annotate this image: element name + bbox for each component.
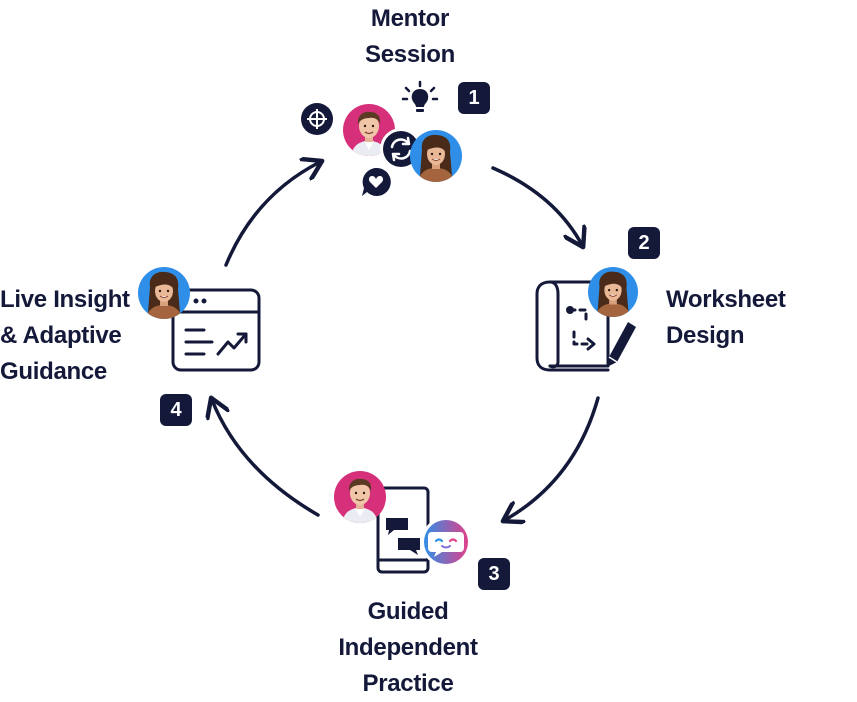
- insight-title-line3: Guidance: [0, 358, 107, 385]
- heart-chat-icon: [362, 167, 391, 196]
- mentor-title-line2: Session: [365, 41, 455, 68]
- practice-title-line3: Practice: [362, 670, 454, 697]
- bot-icon: [421, 517, 471, 567]
- step-badge-2: 2: [628, 227, 660, 259]
- crosshair-icon: [301, 103, 333, 135]
- trend-arrow-icon: [216, 332, 248, 356]
- pencil-icon: [608, 322, 636, 366]
- arrow-mentor-to-worksheet: [491, 166, 582, 245]
- arrow-insight-to-mentor: [224, 162, 320, 267]
- worksheet-design-title: Worksheet Design: [666, 282, 816, 354]
- mentor-session-title: Mentor Session: [340, 1, 480, 73]
- practice-mentor-avatar: [334, 471, 386, 523]
- step-badge-1: 1: [458, 82, 490, 114]
- insight-title-line2: & Adaptive: [0, 322, 122, 349]
- insight-student-avatar: [138, 267, 190, 319]
- guided-practice-title: Guided Independent Practice: [318, 594, 498, 702]
- worksheet-title-line2: Design: [666, 322, 745, 349]
- step-badge-4: 4: [160, 394, 192, 426]
- dashboard-icon: [171, 288, 261, 372]
- lightbulb-icon: [401, 80, 439, 112]
- practice-title-line1: Guided: [367, 598, 449, 625]
- practice-title-line2: Independent: [338, 634, 478, 661]
- step-badge-3: 3: [478, 558, 510, 590]
- blueprint-icon: [535, 280, 610, 372]
- mentor-title-line1: Mentor: [370, 5, 450, 32]
- student-avatar-top: [410, 130, 462, 182]
- worksheet-title-line1: Worksheet: [666, 286, 786, 313]
- arrow-practice-to-insight: [212, 400, 320, 517]
- arrow-worksheet-to-practice: [505, 396, 600, 520]
- worksheet-student-avatar: [588, 267, 638, 317]
- insight-title-line1: Live Insight: [0, 286, 130, 313]
- live-insight-title: Live Insight & Adaptive Guidance: [0, 282, 150, 390]
